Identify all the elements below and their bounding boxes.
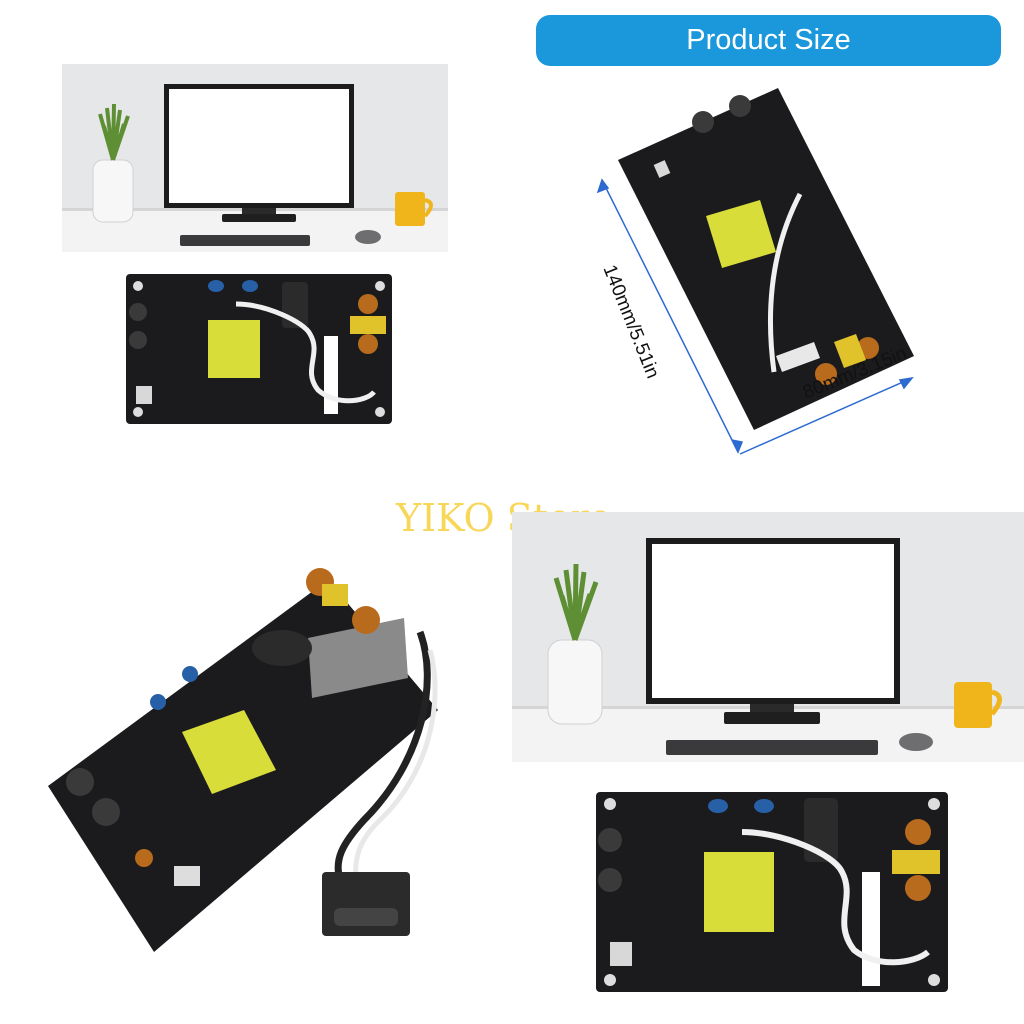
mug xyxy=(954,682,1002,728)
product-size-badge: Product Size xyxy=(536,15,1001,66)
monitor xyxy=(646,538,900,724)
monitor xyxy=(164,84,354,222)
pcb-angled xyxy=(48,568,438,952)
dimension-lines xyxy=(596,178,914,455)
monitor-scene-bottom xyxy=(512,512,1024,762)
monitor-scene-top xyxy=(62,64,448,252)
power-socket xyxy=(322,872,410,936)
pcb-product-size xyxy=(596,88,914,455)
mouse xyxy=(355,230,381,244)
mouse xyxy=(899,733,933,751)
plant-pot xyxy=(547,563,603,725)
pcb-bottom-right xyxy=(596,792,948,992)
mug xyxy=(395,192,433,226)
plant-pot xyxy=(92,103,134,223)
pcb-top-left xyxy=(126,274,392,424)
keyboard xyxy=(180,235,310,246)
keyboard xyxy=(666,740,878,755)
